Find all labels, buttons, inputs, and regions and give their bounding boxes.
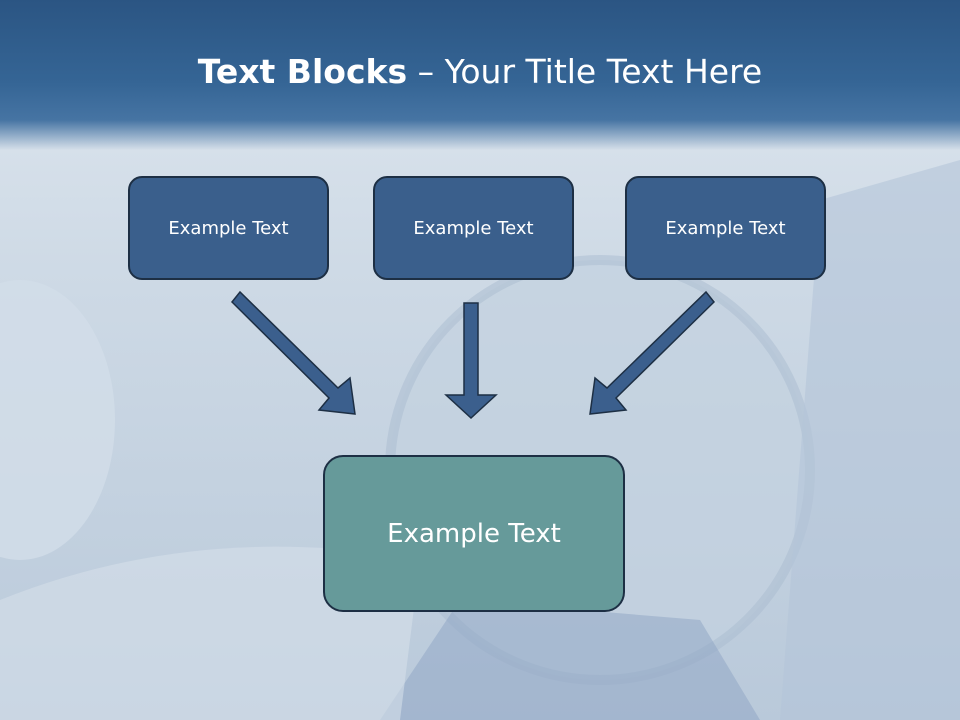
top-box-left[interactable]: Example Text [128,176,329,280]
arrow-right [589,290,716,415]
title-bar [0,0,960,150]
top-box-right-label: Example Text [665,217,786,239]
top-box-center-label: Example Text [413,217,534,239]
top-box-left-label: Example Text [168,217,289,239]
bottom-box-label: Example Text [387,518,561,549]
title-rest: Your Title Text Here [444,52,763,91]
title-bold: Text Blocks [197,52,408,91]
slide-title: Text Blocks – Your Title Text Here [0,52,960,91]
bottom-box[interactable]: Example Text [323,455,625,612]
title-separator: – [407,52,445,91]
top-box-center[interactable]: Example Text [373,176,574,280]
arrow-center [444,302,498,420]
arrow-left [230,290,356,415]
top-box-right[interactable]: Example Text [625,176,826,280]
